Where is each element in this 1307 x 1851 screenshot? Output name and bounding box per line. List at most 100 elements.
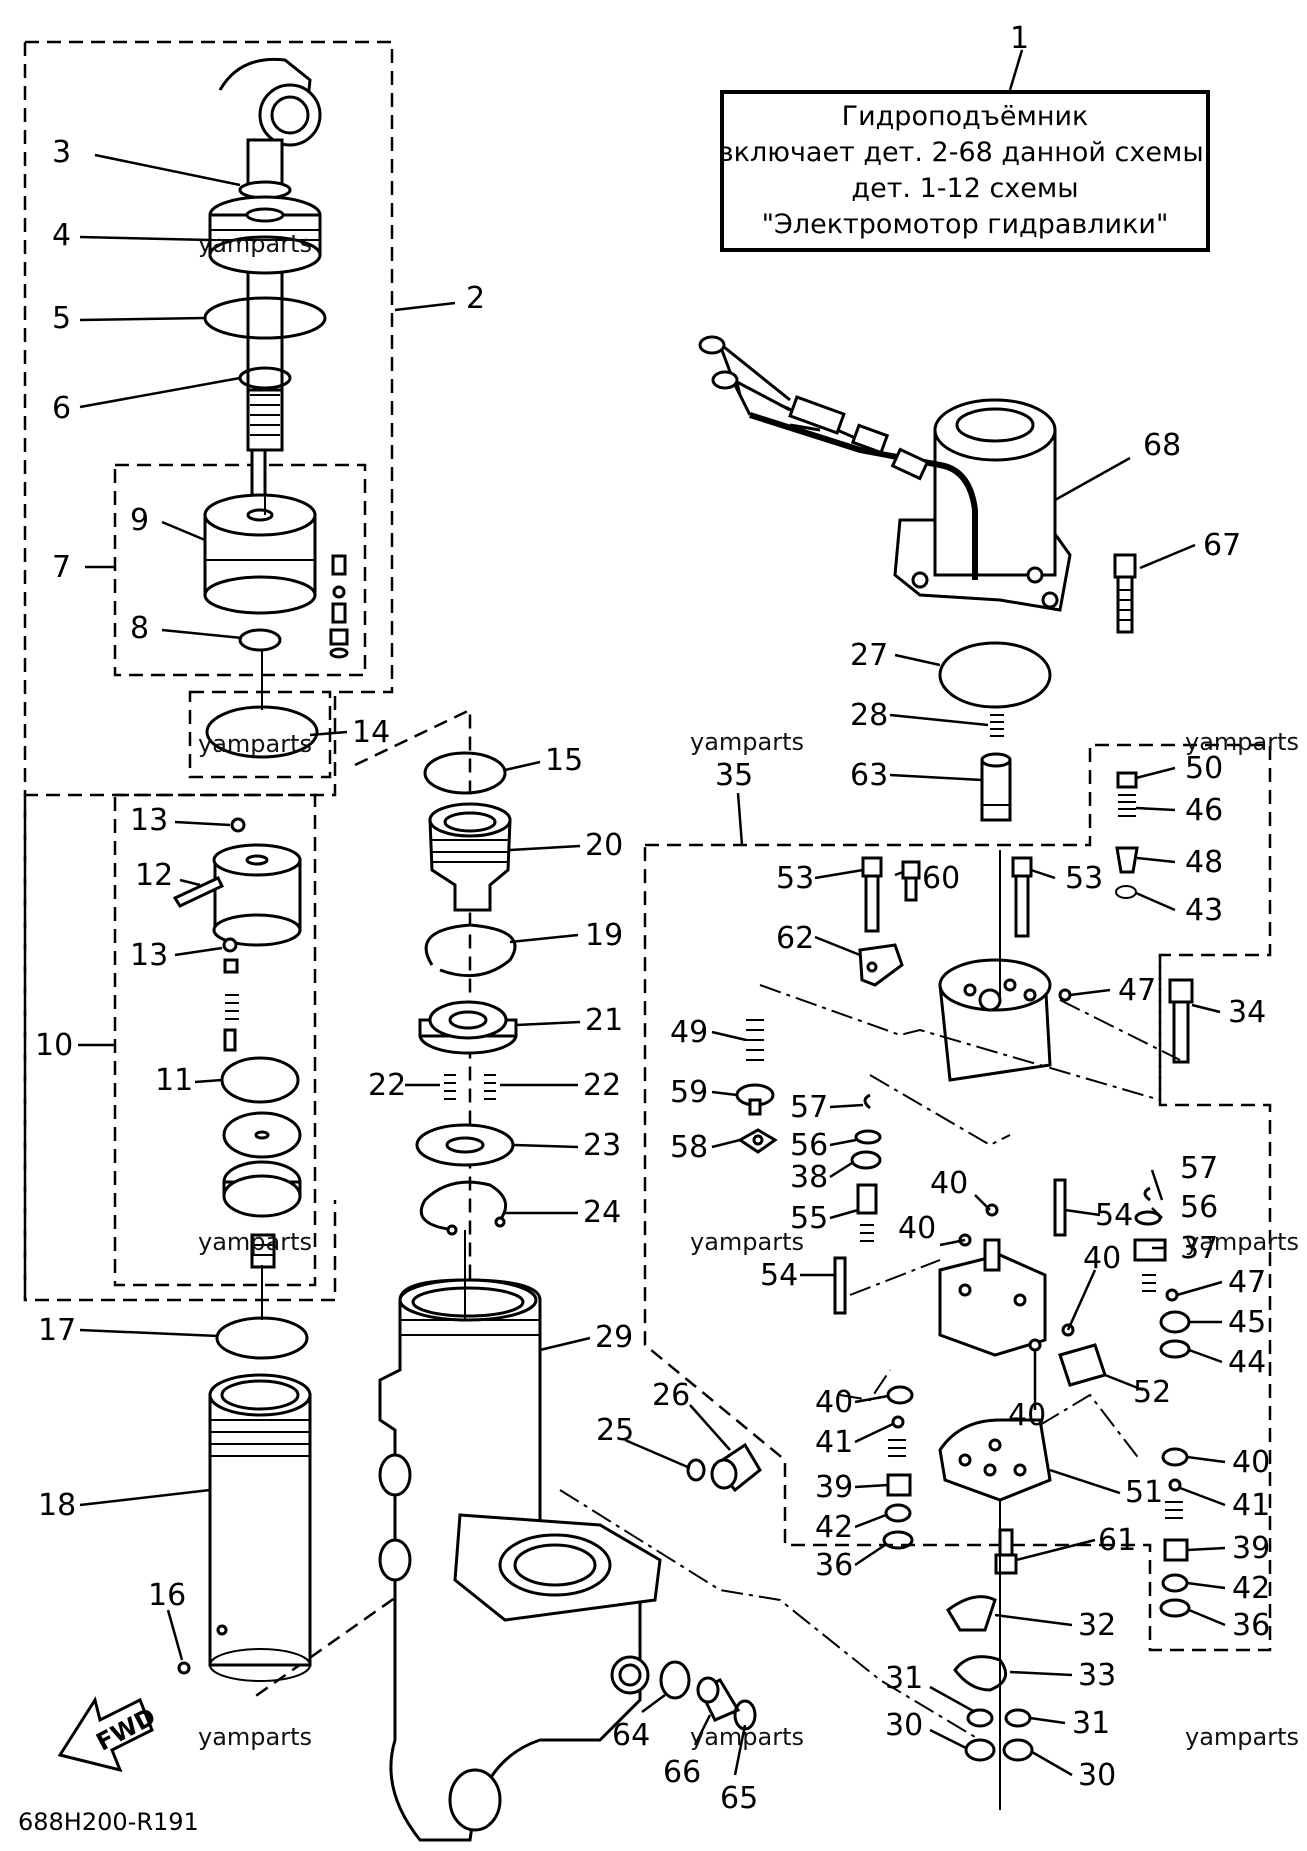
- piston-valve-parts: [329, 554, 349, 659]
- assembly-note-box: Гидроподъёмник включает дет. 2-68 данной…: [718, 90, 1212, 252]
- o-ring-25: [686, 1458, 706, 1482]
- watermark: yamparts: [198, 230, 312, 258]
- callout-43: 43: [1185, 893, 1223, 928]
- callout-2: 2: [466, 281, 485, 316]
- callout-40a: 40: [930, 1166, 968, 1201]
- callout-49: 49: [670, 1015, 708, 1050]
- valve-59: [735, 1083, 775, 1116]
- ball-47a: [1058, 988, 1072, 1002]
- leader-lines: [78, 49, 1226, 1777]
- callout-55: 55: [790, 1201, 828, 1236]
- assembly-frame-7: [113, 463, 367, 677]
- pump-upper-body: [938, 958, 1052, 1082]
- callout-9: 9: [130, 503, 149, 538]
- note-line-3: дет. 1-12 схемы: [851, 173, 1079, 204]
- o-ring-64: [659, 1660, 691, 1700]
- callout-12: 12: [135, 858, 173, 893]
- ball-13: [230, 817, 246, 833]
- callout-40e: 40: [815, 1385, 853, 1420]
- washer-23: [415, 1123, 515, 1167]
- callout-11: 11: [155, 1063, 193, 1098]
- cylinder-18: [208, 1373, 312, 1682]
- callout-47a: 47: [1118, 973, 1156, 1008]
- watermark: yamparts: [690, 728, 804, 756]
- spring-49: [746, 1019, 764, 1061]
- watermark: yamparts: [1185, 728, 1299, 756]
- callout-65: 65: [720, 1781, 758, 1816]
- callout-38: 38: [790, 1160, 828, 1195]
- callout-18: 18: [38, 1488, 76, 1523]
- assembly-frame-2: [23, 40, 394, 1302]
- callout-40d: 40: [1008, 1398, 1046, 1433]
- callout-30a: 30: [885, 1708, 923, 1743]
- callout-3: 3: [52, 135, 71, 170]
- motor-cable: [698, 335, 978, 580]
- callout-10: 10: [35, 1028, 73, 1063]
- seat-58: [737, 1128, 778, 1154]
- callout-22a: 22: [368, 1068, 406, 1103]
- assembly-frame-10: [113, 793, 317, 1287]
- seal-31-30: [964, 1708, 1034, 1762]
- callout-52: 52: [1133, 1375, 1171, 1410]
- rod-guide-4: [208, 195, 322, 275]
- pin-12: [172, 876, 225, 908]
- o-ring-8: [238, 628, 282, 652]
- callout-1: 1: [1010, 21, 1029, 56]
- callout-58: 58: [670, 1130, 708, 1165]
- filter-52: [1058, 1343, 1107, 1387]
- o-ring-15: [423, 751, 507, 795]
- watermark: yamparts: [198, 1228, 312, 1256]
- callout-34: 34: [1228, 995, 1266, 1030]
- valve-63: [980, 752, 1012, 822]
- ball-16: [177, 1661, 191, 1675]
- callout-41b: 41: [1232, 1488, 1270, 1523]
- note-line-4: "Электромотор гидравлики": [761, 209, 1169, 240]
- plate-51: [938, 1418, 1052, 1502]
- callout-numbers: 1 2 3 4 5 6 9 7 8 14 13 12 13 10 11 17 1…: [35, 21, 1270, 1816]
- callout-20: 20: [585, 828, 623, 863]
- callout-16: 16: [148, 1578, 186, 1613]
- callout-47b: 47: [1228, 1265, 1266, 1300]
- callout-54a: 54: [1095, 1198, 1133, 1233]
- callout-24: 24: [583, 1195, 621, 1230]
- callout-31b: 31: [1072, 1706, 1110, 1741]
- callout-53b: 53: [1065, 861, 1103, 896]
- callout-54b: 54: [760, 1258, 798, 1293]
- pin-54b: [833, 1256, 847, 1315]
- ball-13b: [222, 937, 238, 953]
- callout-40b: 40: [898, 1211, 936, 1246]
- callout-45: 45: [1228, 1305, 1266, 1340]
- callout-56b: 56: [1180, 1190, 1218, 1225]
- gasket-33: [953, 1655, 1008, 1692]
- callout-36b: 36: [1232, 1608, 1270, 1643]
- tilt-rod: [218, 57, 322, 529]
- watermark: yamparts: [1185, 1723, 1299, 1751]
- callout-31a: 31: [885, 1661, 923, 1696]
- callout-28: 28: [850, 698, 888, 733]
- callout-40c: 40: [1083, 1241, 1121, 1276]
- callout-22b: 22: [583, 1068, 621, 1103]
- watermark: yamparts: [690, 1723, 804, 1751]
- o-ring-17: [215, 1316, 309, 1360]
- callout-68: 68: [1143, 428, 1181, 463]
- callout-66: 66: [663, 1755, 701, 1790]
- callout-62: 62: [776, 921, 814, 956]
- springs-22: [444, 1074, 496, 1100]
- callout-13a: 13: [130, 803, 168, 838]
- valve-spring-set: [223, 958, 239, 1052]
- plug-26: [710, 1442, 762, 1493]
- callout-36a: 36: [815, 1548, 853, 1583]
- pump-left-small: [850, 1093, 882, 1242]
- callout-15: 15: [545, 743, 583, 778]
- pump-left-stack: [882, 1385, 914, 1550]
- watermark: yamparts: [198, 1723, 312, 1751]
- circlip-24: [419, 1180, 508, 1236]
- filter-32: [946, 1595, 997, 1632]
- callout-40f: 40: [1232, 1445, 1270, 1480]
- callout-61: 61: [1098, 1523, 1136, 1558]
- plug-66: [696, 1676, 741, 1722]
- fwd-arrow-icon: FWD: [57, 1696, 160, 1773]
- assembly-frame-35: [643, 743, 1272, 1652]
- drawing-code: 688H200-R191: [18, 1808, 199, 1836]
